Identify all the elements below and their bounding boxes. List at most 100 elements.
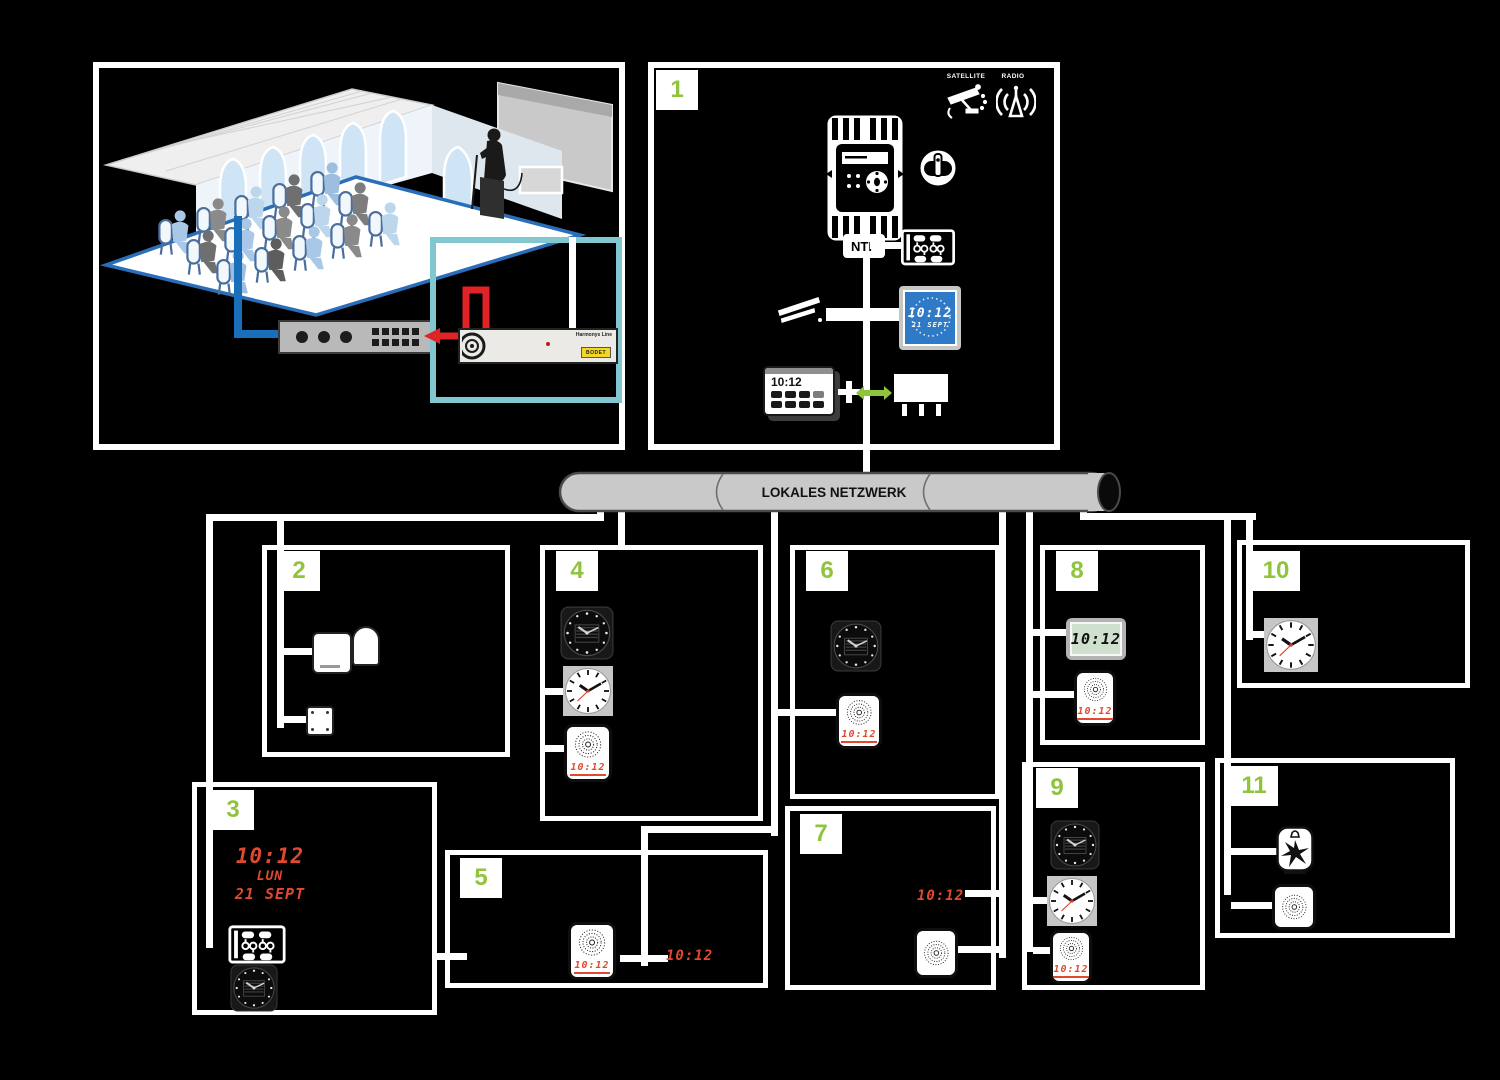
connector-line [284, 716, 308, 723]
connector-line [1033, 947, 1053, 954]
dcf-antenna-icon [776, 295, 822, 325]
speaker-time: 10:12 [1077, 706, 1113, 720]
speaker-time: 10:12 [841, 729, 877, 743]
connector-line [958, 946, 1006, 953]
network-speaker-display: 10:12 [836, 693, 882, 749]
connector-line [641, 826, 778, 833]
wall-clock-time: 10:12 [907, 305, 953, 321]
speaker-time: 10:12 [570, 762, 606, 776]
zone-number-10: 10 [1252, 551, 1300, 591]
network-speaker-display: 10:12 [564, 724, 612, 782]
connector-line [569, 237, 576, 331]
lcd-clock: 10:12 [1066, 618, 1126, 660]
junction-box [306, 706, 334, 736]
led-day: LUN [256, 869, 284, 884]
relay-pin [919, 404, 924, 416]
led-clock: 10:12 [917, 888, 965, 904]
speaker-clock-dark [228, 964, 280, 1012]
bidirectional-arrow-icon [856, 386, 892, 400]
antenna-dome-icon [352, 626, 380, 666]
zone-number-9: 9 [1036, 768, 1078, 808]
zone-number-4: 4 [556, 551, 598, 591]
bus-label: LOKALES NETZWERK [762, 485, 907, 500]
connector-line [965, 890, 1005, 897]
led-clock-multiline: 10:12 LUN 21 SEPT [224, 845, 316, 904]
speaker-clock-dark [1046, 820, 1104, 870]
zone-number-11: 11 [1230, 766, 1278, 806]
zone-number-5: 5 [460, 858, 502, 898]
connector-line [1246, 513, 1253, 640]
blue-cable [234, 216, 242, 338]
connector-line [826, 308, 863, 321]
conference-room-illustration [100, 81, 613, 317]
connector-line [778, 709, 838, 716]
zone-number-2: 2 [278, 551, 320, 591]
connector-line [771, 506, 778, 836]
analog-clock-white [560, 666, 616, 716]
network-speaker-display: 10:12 [568, 922, 616, 980]
connector-line [1026, 506, 1033, 952]
zone-number-3: 3 [212, 790, 254, 830]
connector-line [206, 514, 604, 521]
connector-line [1224, 513, 1231, 895]
zone-number-1: 1 [656, 70, 698, 110]
keypad-controller: 10:12 [763, 366, 835, 416]
zone-number-7: 7 [800, 814, 842, 854]
connector-line [1253, 631, 1265, 638]
connector-line [641, 826, 648, 966]
audio-zone-frame [430, 237, 622, 403]
zone-number-6: 6 [806, 551, 848, 591]
keypad-time: 10:12 [771, 375, 802, 389]
connector-line [1080, 513, 1256, 520]
amp-badge: BODET [581, 347, 611, 358]
wall-clock-date: 21 SEPT [911, 320, 949, 329]
connector-line [870, 242, 903, 249]
amp-badge-text: BODET [586, 349, 606, 356]
wall-display [518, 165, 564, 195]
connector-line [1033, 897, 1047, 904]
led-time: 10:12 [235, 844, 305, 868]
lcd-time: 10:12 [1070, 622, 1122, 656]
connector-line [1231, 902, 1276, 909]
bell-sounder-icon [1276, 826, 1314, 874]
network-speaker [914, 928, 958, 978]
led-clock: 10:12 [666, 948, 714, 964]
zone-number-8: 8 [1056, 551, 1098, 591]
local-network-bus: LOKALES NETZWERK [558, 471, 1121, 513]
connector-line [1033, 629, 1068, 636]
relay-module [894, 374, 948, 402]
master-clock [824, 112, 906, 244]
radio-icon [996, 85, 1036, 118]
analog-clock-white [1262, 618, 1320, 672]
amp-led [546, 342, 550, 346]
red-cable [424, 286, 490, 344]
satellite-label: SATELLITE [946, 73, 986, 80]
speaker-clock-dark [826, 620, 886, 672]
zone-box-7 [785, 806, 996, 990]
speaker-silhouette [471, 128, 523, 219]
connector-line [1231, 848, 1280, 855]
speaker-time: 10:12 [1053, 964, 1089, 978]
plus-icon [838, 381, 860, 403]
connector-line [618, 506, 625, 550]
relay-pin [936, 404, 941, 416]
connector-line [999, 506, 1006, 958]
connector-line [437, 953, 467, 960]
connector-line [277, 519, 284, 728]
blue-cable-run [234, 330, 280, 338]
connector-line [870, 308, 900, 321]
gps-receiver-icon [917, 147, 959, 189]
ntp-trunk-line [863, 244, 870, 473]
connector-line [284, 648, 312, 655]
zone3-switch-icon [228, 922, 286, 964]
radio-label: RADIO [1001, 73, 1025, 80]
analog-clock-white [1044, 876, 1100, 926]
amp-brand-text: Harmonys Line [575, 332, 612, 338]
ethernet-switch-icon [901, 226, 955, 266]
network-switch-rack [278, 320, 433, 354]
wireless-transmitter [312, 632, 352, 674]
connector-line [1033, 691, 1076, 698]
satellite-icon [947, 84, 988, 119]
connector-line [545, 745, 569, 752]
